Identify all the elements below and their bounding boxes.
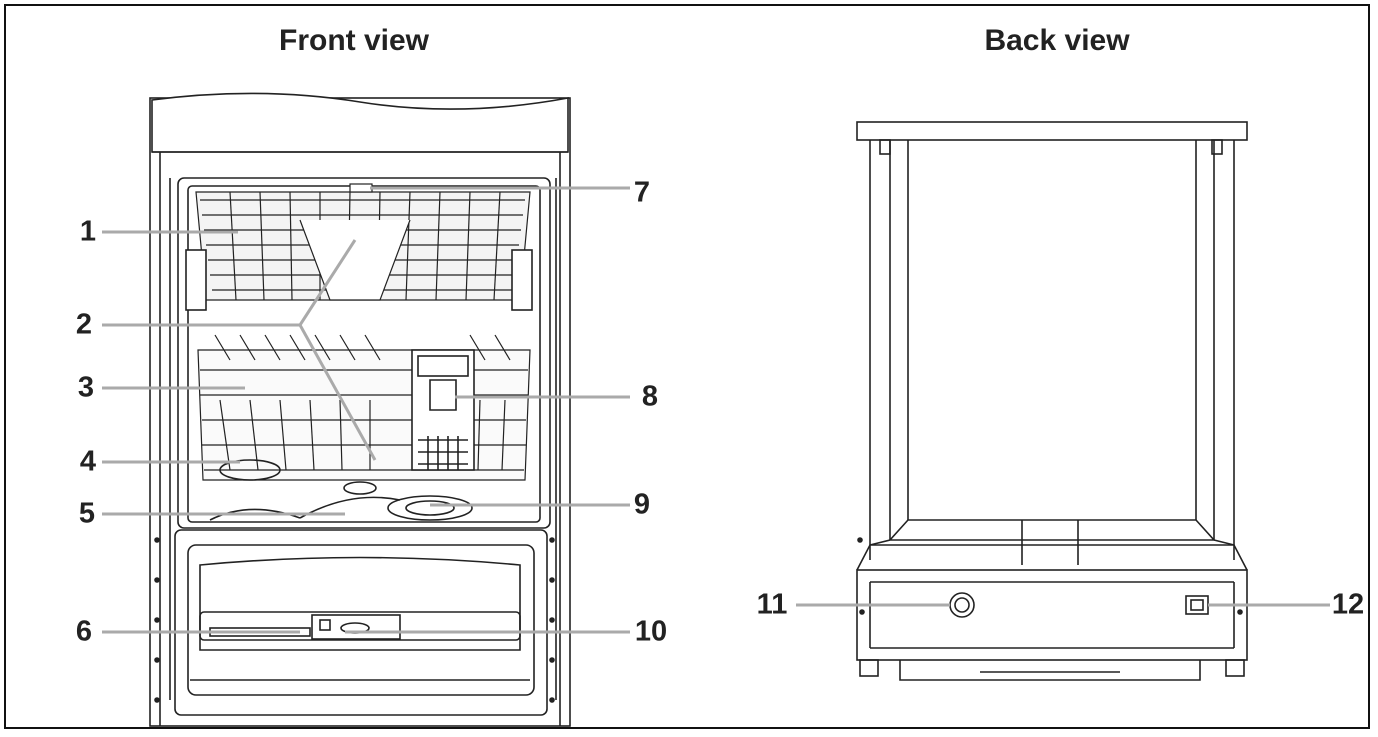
detergent-dispenser	[311, 614, 401, 640]
front-view-title: Front view	[278, 24, 430, 57]
back-view-title: Back view	[984, 24, 1130, 57]
upper-basket	[195, 183, 531, 301]
front-view-drawing	[149, 92, 571, 727]
callout-1: 1	[79, 215, 97, 248]
drain-outlet-connector	[1185, 595, 1209, 615]
callout-3: 3	[77, 371, 95, 404]
callout-2: 2	[75, 308, 93, 341]
callout-4: 4	[79, 445, 97, 478]
callout-5: 5	[78, 497, 96, 530]
lower-basket	[197, 334, 531, 481]
filter-assembly	[387, 495, 473, 521]
front-cabinet-outline	[149, 97, 571, 727]
callout-7: 7	[633, 176, 651, 209]
door	[174, 529, 548, 716]
callout-6: 6	[75, 615, 93, 648]
cutlery-basket	[411, 349, 475, 471]
base-housing	[856, 569, 1248, 661]
water-inlet-connector	[949, 592, 975, 618]
callout-12: 12	[1331, 588, 1365, 621]
callout-11: 11	[756, 588, 788, 621]
diagram-frame	[4, 4, 1370, 729]
top-panel	[151, 92, 569, 153]
callout-10: 10	[634, 615, 668, 648]
tub-opening	[177, 177, 551, 529]
back-view-drawing	[856, 121, 1248, 681]
callout-8: 8	[641, 380, 659, 413]
top-rail	[856, 121, 1248, 141]
callout-9: 9	[633, 488, 651, 521]
front-callout-leaders	[102, 186, 630, 634]
